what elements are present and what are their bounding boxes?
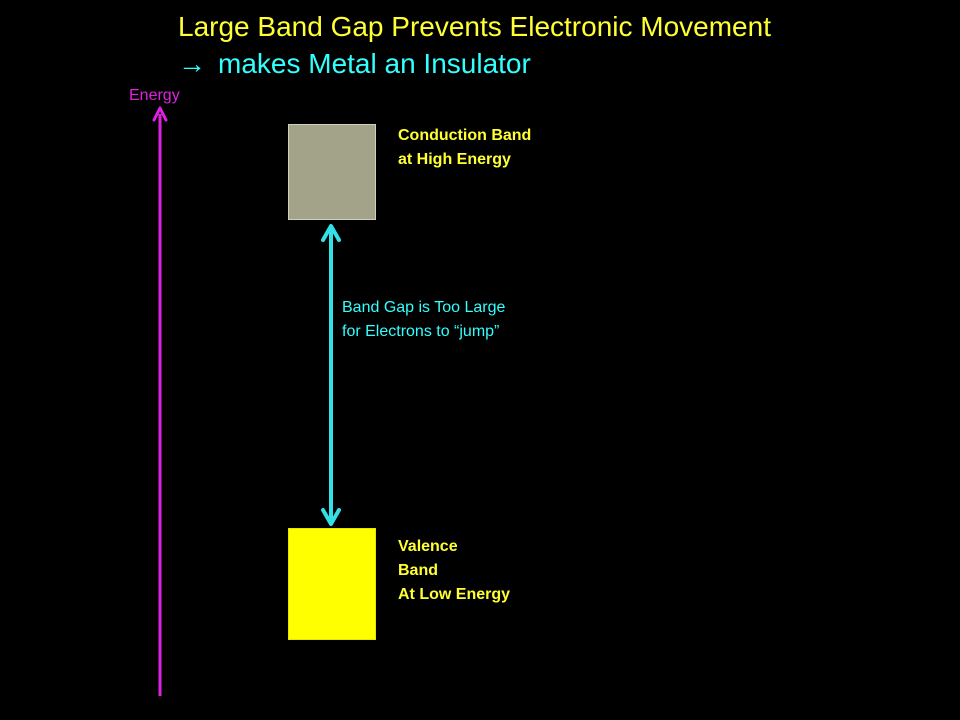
conduction-band-label: Conduction Band at High Energy [398,124,531,172]
title-line-2: → makes Metal an Insulator [178,48,531,80]
conduction-band-box [288,124,376,220]
valence-band-label-line-2: Band [398,562,438,579]
title-line-2-text: makes Metal an Insulator [218,48,531,79]
valence-band-label-line-3: At Low Energy [398,586,511,603]
energy-axis-arrow [152,106,168,696]
conduction-band-label-line-2: at High Energy [398,151,511,168]
valence-band-box [288,528,376,640]
valence-band-label: Valence Band At Low Energy [398,535,510,607]
band-gap-double-arrow [321,224,341,526]
band-gap-label-line-1: Band Gap is Too Large [342,299,506,316]
band-gap-label-line-2: for Electrons to “jump” [342,323,500,340]
band-gap-label: Band Gap is Too Large for Electrons to “… [342,296,505,344]
energy-axis-label: Energy [129,87,180,104]
valence-band-label-line-1: Valence [398,538,458,555]
title-line-1: Large Band Gap Prevents Electronic Movem… [178,11,771,42]
right-arrow-icon: → [178,48,206,79]
conduction-band-label-line-1: Conduction Band [398,127,532,144]
